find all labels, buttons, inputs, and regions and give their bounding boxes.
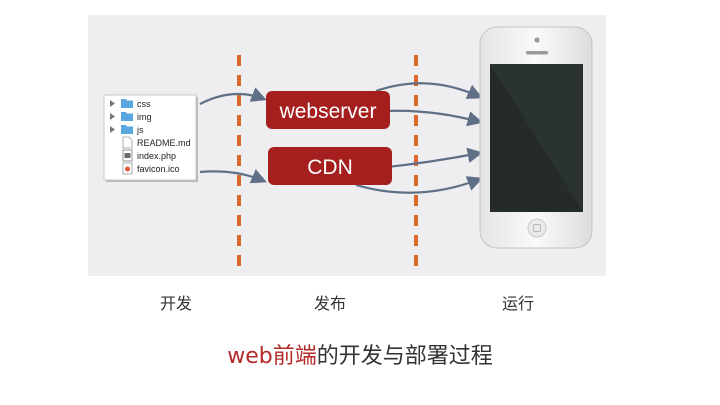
file-item-readme[interactable]: README.md [122, 136, 191, 149]
folder-icon [121, 99, 133, 108]
phone-speaker-icon [526, 51, 548, 55]
file-item-label: css [137, 99, 151, 109]
image-file-icon-mark [125, 166, 130, 172]
cdn-label: CDN [307, 156, 353, 179]
caption-highlight: web前端 [227, 344, 317, 369]
php-file-icon-mark [124, 153, 131, 158]
file-item-label: favicon.ico [137, 164, 180, 174]
file-item-label: README.md [137, 138, 191, 148]
arrow-files-to-cdn [199, 169, 267, 184]
phone-screen-shade [490, 64, 583, 212]
file-item-label: js [136, 125, 144, 135]
disclosure-triangle-icon[interactable] [110, 113, 115, 120]
file-item-js[interactable]: js [110, 125, 144, 135]
disclosure-triangle-icon[interactable] [110, 126, 115, 133]
webserver-box: webserver [266, 91, 390, 129]
arrow-webserver-to-phone-2 [383, 109, 483, 127]
cdn-box-bg [268, 147, 392, 185]
file-item-favicon[interactable]: favicon.ico [122, 162, 180, 175]
file-item-img[interactable]: img [110, 112, 152, 122]
deployment-diagram: css img js README.md index.php [88, 15, 606, 276]
file-item-label: img [137, 112, 152, 122]
file-icon [122, 136, 133, 149]
file-item-index-php[interactable]: index.php [122, 149, 176, 162]
webserver-label: webserver [279, 100, 377, 123]
file-item-label: index.php [137, 151, 176, 161]
webserver-box-bg [266, 91, 390, 129]
cdn-box: CDN [268, 147, 392, 185]
caption-rest: 的开发与部署过程 [316, 344, 493, 369]
stage-label-run: 运行 [501, 294, 535, 313]
file-item-css[interactable]: css [110, 99, 151, 109]
folder-icon [121, 125, 133, 134]
diagram-caption: web前端的开发与部署过程 [0, 338, 720, 370]
disclosure-triangle-icon[interactable] [110, 100, 115, 107]
phone-camera-icon [534, 37, 540, 43]
phone-home-button [527, 218, 547, 238]
file-tree-panel: css img js README.md index.php [103, 94, 198, 182]
stage-label-develop: 开发 [159, 294, 193, 313]
arrow-webserver-to-phone-1 [375, 82, 483, 99]
folder-icon [121, 112, 133, 121]
arrow-files-to-webserver [199, 87, 267, 105]
diagram-canvas: css img js README.md index.php [88, 15, 606, 276]
stage-label-publish: 发布 [313, 294, 347, 313]
arrow-cdn-to-phone-2 [355, 176, 483, 194]
file-tree-box [103, 94, 197, 181]
phone-home-button-icon [533, 224, 541, 232]
phone-device [479, 26, 593, 249]
